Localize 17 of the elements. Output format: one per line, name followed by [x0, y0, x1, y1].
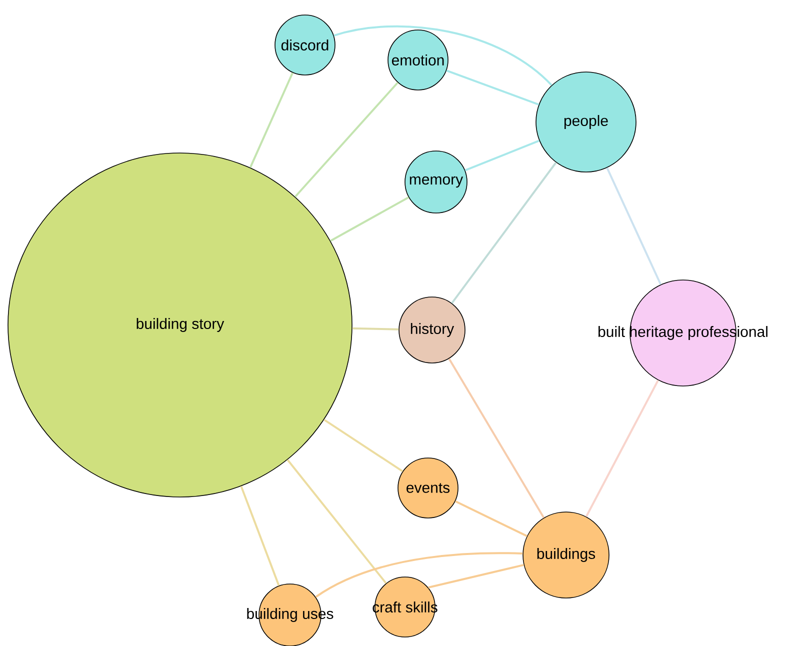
connector-line — [334, 25, 552, 86]
connector-line — [249, 72, 294, 168]
connector-line — [585, 380, 659, 518]
connector-line — [286, 459, 387, 584]
connector-line — [315, 552, 523, 598]
connector-line — [324, 418, 404, 472]
connector-line — [454, 500, 528, 537]
connector-line — [330, 196, 410, 242]
connector-line — [240, 486, 280, 586]
connector-line — [294, 82, 398, 198]
connector-line — [464, 140, 540, 172]
connector-line — [448, 358, 545, 518]
connector-line — [352, 327, 399, 330]
connector-line — [606, 167, 662, 285]
connector-line — [446, 70, 540, 106]
connector-line — [451, 162, 557, 304]
connector-line — [428, 564, 524, 588]
